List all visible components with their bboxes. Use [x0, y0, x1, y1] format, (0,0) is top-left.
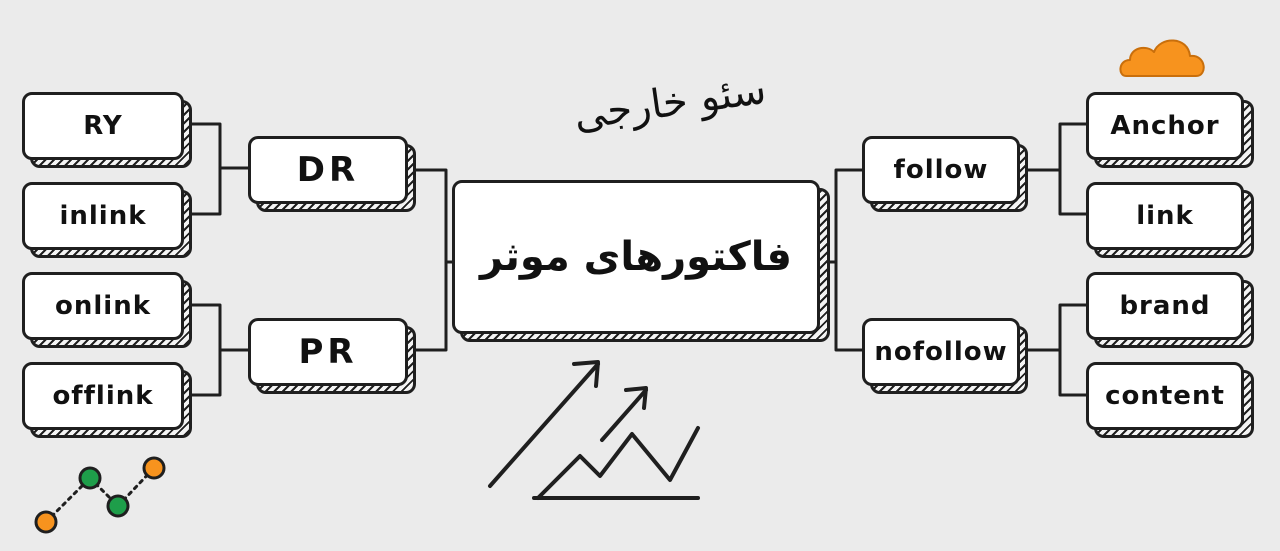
center-node: فاکتورهای موثر — [452, 180, 820, 334]
node-link: link — [1086, 182, 1244, 250]
cloud-icon — [1119, 39, 1205, 77]
node-ry: RY — [22, 92, 184, 160]
connector-right-upper-children — [1058, 122, 1088, 216]
node-pr: PR — [248, 318, 408, 386]
node-offlink: offlink — [22, 362, 184, 430]
growth-chart-icon — [34, 456, 166, 534]
node-nofollow: nofollow — [862, 318, 1020, 386]
node-anchor: Anchor — [1086, 92, 1244, 160]
node-brand: brand — [1086, 272, 1244, 340]
node-inlink: inlink — [22, 182, 184, 250]
connector-left-groups — [406, 168, 448, 352]
line-chart-icon — [532, 426, 700, 500]
connector-right-groups — [834, 168, 864, 352]
trend-arrow-icon — [488, 360, 648, 488]
node-content: content — [1086, 362, 1244, 430]
connector-right-lower-children — [1058, 303, 1088, 397]
node-onlink: onlink — [22, 272, 184, 340]
node-dr: DR — [248, 136, 408, 204]
node-follow: follow — [862, 136, 1020, 204]
